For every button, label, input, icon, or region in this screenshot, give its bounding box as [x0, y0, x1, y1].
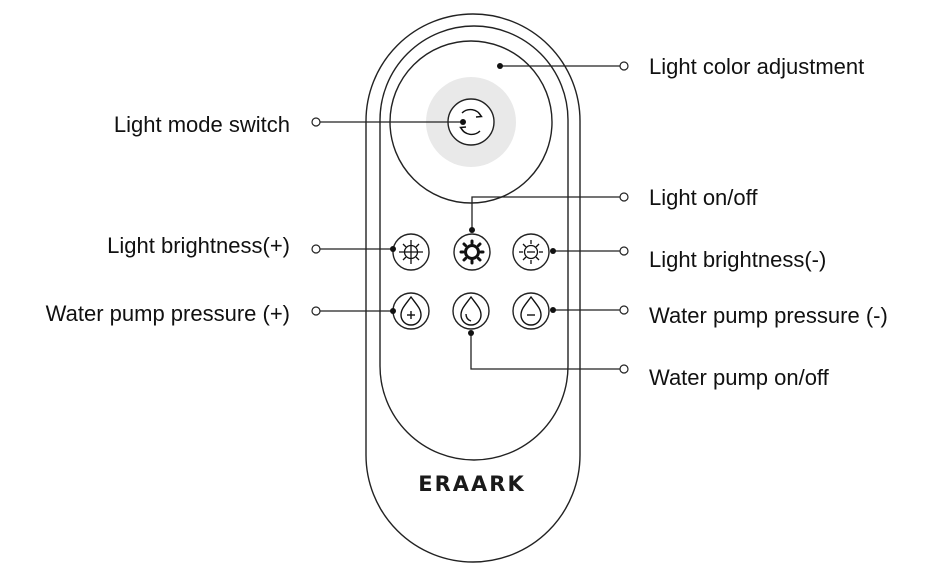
callout-light-brightness-minus	[550, 246, 629, 256]
light-brightness-minus-button[interactable]	[512, 233, 550, 271]
light-on-off-button[interactable]	[453, 233, 491, 271]
callout-water-pump-on-off	[468, 330, 629, 374]
remote-body	[365, 13, 581, 563]
label-water-pump-pressure-minus: Water pump pressure (-)	[649, 303, 888, 328]
water-pump-pressure-plus-button[interactable]	[392, 292, 430, 330]
callout-water-pump-pressure-minus	[550, 305, 629, 315]
callout-light-mode-switch	[311, 117, 466, 127]
light-mode-switch-button[interactable]	[447, 98, 495, 146]
label-light-mode-switch: Light mode switch	[114, 112, 290, 137]
label-light-color-adjustment: Light color adjustment	[649, 54, 864, 79]
label-water-pump-on-off: Water pump on/off	[649, 365, 830, 390]
circular-arrows-icon	[459, 108, 483, 136]
water-drop-minus-icon	[520, 295, 542, 326]
sun-minus-icon	[519, 240, 543, 264]
callout-light-brightness-plus	[311, 244, 396, 254]
water-drop-plus-icon	[400, 295, 422, 326]
callout-light-color-adjustment	[497, 61, 629, 71]
light-brightness-plus-button[interactable]	[392, 233, 430, 271]
water-drop-icon	[460, 295, 482, 326]
sun-plus-icon	[399, 240, 423, 264]
water-pump-on-off-button[interactable]	[452, 292, 490, 330]
brand-logo: ERAARK	[418, 472, 525, 496]
label-water-pump-pressure-plus: Water pump pressure (+)	[46, 301, 290, 326]
callout-light-on-off	[469, 192, 629, 233]
label-light-on-off: Light on/off	[649, 185, 758, 210]
sun-icon	[459, 239, 485, 265]
label-light-brightness-minus: Light brightness(-)	[649, 247, 826, 272]
callout-water-pump-pressure-plus	[311, 306, 396, 316]
label-light-brightness-plus: Light brightness(+)	[107, 233, 290, 258]
water-pump-pressure-minus-button[interactable]	[512, 292, 550, 330]
